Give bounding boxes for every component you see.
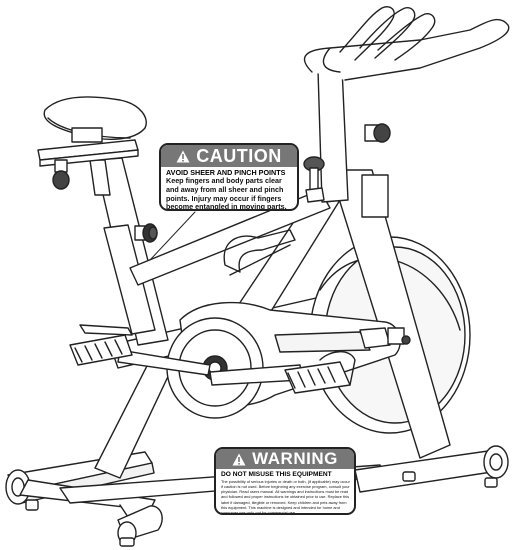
warning-title: WARNING xyxy=(252,449,338,468)
warning-body: The possibility of serious injuries or d… xyxy=(221,479,350,515)
resistance-knob xyxy=(303,156,325,203)
saddle xyxy=(43,96,147,143)
pedal-left xyxy=(69,324,133,366)
caution-title: CAUTION xyxy=(196,145,282,166)
pedal-right xyxy=(284,351,356,394)
seat-slider xyxy=(37,139,139,190)
handlebar-post xyxy=(317,67,391,203)
caution-body: Keep fingers and body parts clear and aw… xyxy=(166,176,287,211)
front-hub-bolt xyxy=(387,327,411,345)
rear-foot xyxy=(117,505,163,547)
front-fork-block xyxy=(361,174,389,218)
front-stabilizer xyxy=(354,445,509,493)
handlebars xyxy=(303,6,510,81)
caution-subtitle: AVOID SHEER AND PINCH POINTS xyxy=(166,168,286,177)
top-tube xyxy=(129,189,331,286)
bottle-cage xyxy=(223,229,296,276)
seat-knob xyxy=(134,223,158,243)
caution-label: CAUTION AVOID SHEER AND PINCH POINTS Kee… xyxy=(159,143,299,211)
seat-tube xyxy=(89,157,169,346)
warning-header: WARNING xyxy=(216,449,354,469)
exclamation-triangle-icon xyxy=(176,150,190,162)
caution-leader-line xyxy=(149,211,196,261)
front-fork xyxy=(329,169,451,459)
warning-subtitle: DO NOT MISUSE THIS EQUIPMENT xyxy=(221,471,332,478)
exclamation-triangle-icon xyxy=(232,453,246,465)
warning-label: WARNING DO NOT MISUSE THIS EQUIPMENT The… xyxy=(214,447,356,515)
caution-header: CAUTION xyxy=(161,145,297,167)
